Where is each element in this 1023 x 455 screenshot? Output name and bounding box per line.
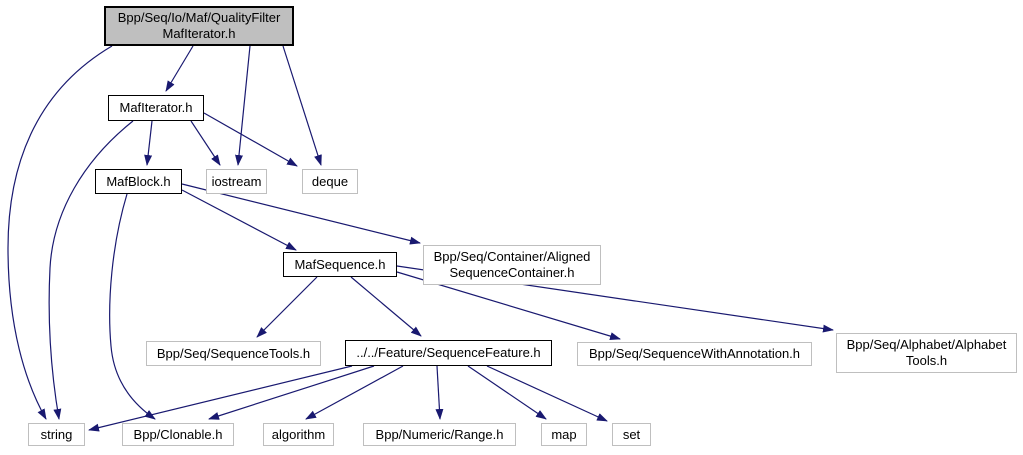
- edge-quality-filter-maf-iterator-to-string: [7, 45, 113, 420]
- edge-quality-filter-maf-iterator-to-iostream: [235, 45, 251, 166]
- node-map: map: [541, 423, 587, 446]
- node-iostream: iostream: [206, 169, 267, 194]
- node-sequence-with-annotation: Bpp/Seq/SequenceWithAnnotation.h: [577, 342, 812, 366]
- node-algorithm: algorithm: [263, 423, 334, 446]
- node-alphabet-tools: Bpp/Seq/Alphabet/Alphabet Tools.h: [836, 333, 1017, 373]
- node-sequence-feature[interactable]: ../../Feature/SequenceFeature.h: [345, 340, 552, 366]
- edge-sequence-feature-to-algorithm: [305, 365, 404, 420]
- edge-maf-iterator-to-string: [48, 120, 134, 420]
- edge-quality-filter-maf-iterator-to-deque: [282, 45, 322, 166]
- node-maf-block[interactable]: MafBlock.h: [95, 169, 182, 194]
- edge-sequence-feature-to-range: [435, 365, 444, 420]
- node-quality-filter-maf-iterator: Bpp/Seq/Io/Maf/QualityFilter MafIterator…: [104, 6, 294, 46]
- node-maf-iterator[interactable]: MafIterator.h: [108, 95, 204, 121]
- edge-maf-block-to-maf-sequence: [181, 189, 297, 251]
- edge-maf-sequence-to-sequence-tools: [256, 276, 318, 338]
- edge-maf-block-to-clonable: [109, 193, 156, 420]
- edge-sequence-feature-to-clonable: [208, 365, 375, 420]
- node-aligned-sequence-container: Bpp/Seq/Container/Aligned SequenceContai…: [423, 245, 601, 285]
- edge-quality-filter-maf-iterator-to-maf-iterator: [165, 45, 194, 92]
- node-deque: deque: [302, 169, 358, 194]
- edge-sequence-feature-to-set: [486, 365, 608, 422]
- node-sequence-tools: Bpp/Seq/SequenceTools.h: [146, 341, 321, 366]
- node-range: Bpp/Numeric/Range.h: [363, 423, 516, 446]
- node-maf-sequence[interactable]: MafSequence.h: [283, 252, 397, 277]
- edge-maf-iterator-to-maf-block: [144, 120, 153, 166]
- edge-maf-iterator-to-deque: [203, 112, 298, 167]
- edge-maf-sequence-to-sequence-feature: [350, 276, 422, 337]
- edge-maf-iterator-to-iostream: [190, 120, 221, 166]
- edge-sequence-feature-to-map: [467, 365, 547, 420]
- node-string: string: [28, 423, 85, 446]
- node-set: set: [612, 423, 651, 446]
- node-clonable: Bpp/Clonable.h: [122, 423, 234, 446]
- edge-sequence-feature-to-string: [88, 365, 353, 432]
